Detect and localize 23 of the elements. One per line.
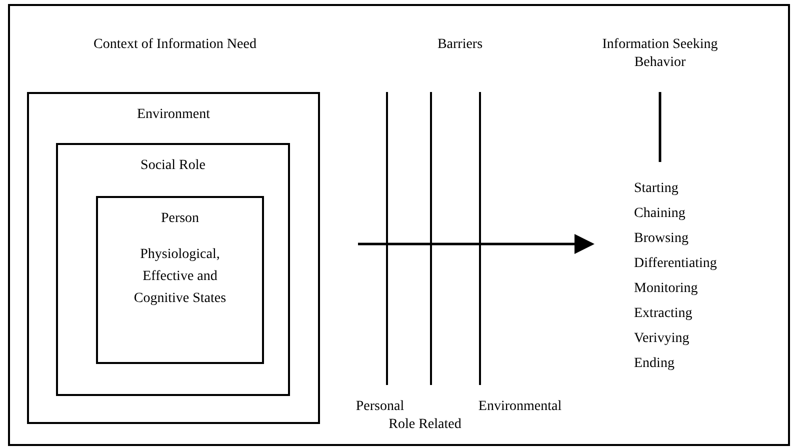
list-item: Extracting xyxy=(634,305,692,323)
list-item: Verivying xyxy=(634,330,690,348)
column-heading: Barriers xyxy=(436,36,484,54)
list-item: Monitoring xyxy=(634,280,698,298)
nested-box xyxy=(96,196,264,364)
box-heading: Social Role xyxy=(140,157,206,174)
box-heading: Person xyxy=(160,210,200,228)
box-text: Physiological, Effective and Cognitive States xyxy=(132,246,228,308)
box-heading: Environment xyxy=(136,106,210,124)
list-item: Starting xyxy=(634,180,678,198)
nested-box xyxy=(27,92,320,424)
column-heading: Context of Information Need xyxy=(92,36,258,54)
list-item: Differentiating xyxy=(634,255,717,273)
list-item: Browsing xyxy=(634,230,688,248)
list-item: Ending xyxy=(634,355,674,373)
list-item: Chaining xyxy=(634,205,686,223)
barrier-label: Role Related xyxy=(388,416,462,434)
arrow xyxy=(358,234,594,254)
box-heading: Information Seeking Behavior xyxy=(601,36,719,71)
barrier-label: Environmental xyxy=(477,398,563,416)
connector-line xyxy=(658,92,662,162)
nested-box xyxy=(56,143,290,396)
barrier-label: Personal xyxy=(354,398,406,416)
